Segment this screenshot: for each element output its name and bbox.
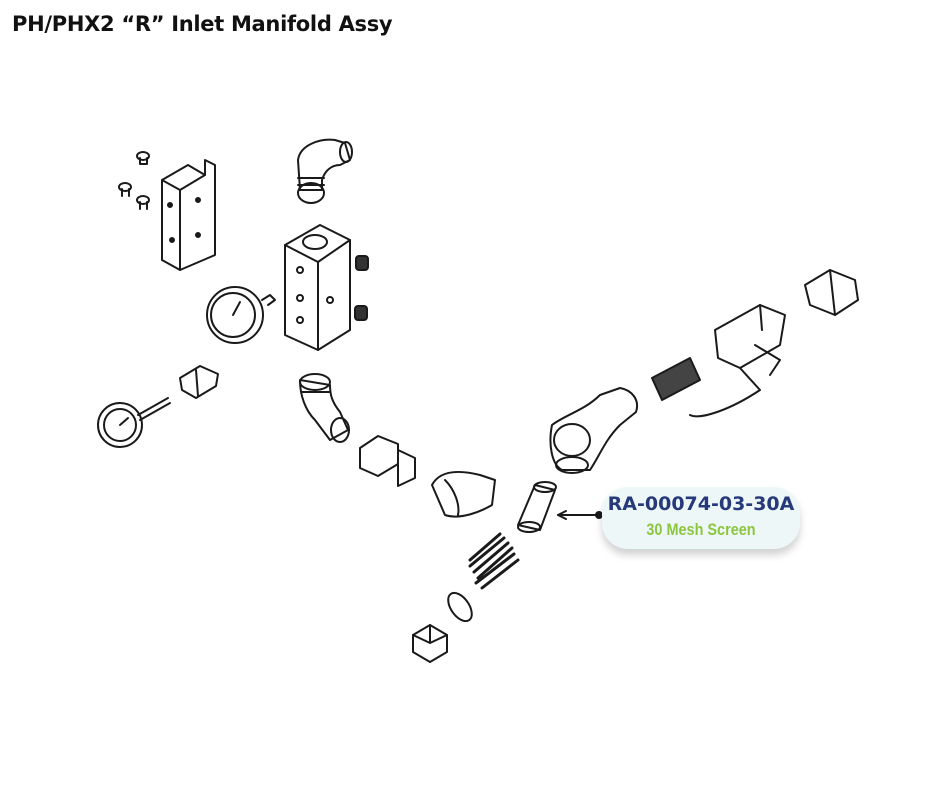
o-ring-part [447, 591, 473, 623]
callout-arrow [557, 510, 603, 520]
diagram-title: PH/PHX2 “R” Inlet Manifold Assy [12, 12, 393, 36]
elbow-fitting-mid-part [431, 471, 496, 518]
elbow-fitting-lower-part [299, 373, 350, 443]
part-callout: RA-00074-03-30A 30 Mesh Screen [602, 487, 800, 549]
end-union-fitting-part [804, 269, 859, 316]
temperature-gauge-part [97, 397, 171, 448]
hex-plug-part [412, 624, 448, 663]
part-number-label: RA-00074-03-30A [607, 493, 795, 515]
mesh-screen-part [517, 481, 557, 533]
adapter-fitting-part [179, 365, 219, 399]
screw-part [136, 151, 150, 165]
y-strainer-part [549, 387, 638, 474]
screw-part [118, 182, 132, 197]
part-description-label: 30 Mesh Screen [646, 520, 756, 539]
plug-part [355, 255, 369, 271]
nipple-fitting-part [651, 357, 701, 401]
screw-part [136, 195, 150, 210]
plug-part [354, 305, 368, 321]
ball-valve-part [689, 304, 786, 418]
manifold-block-part [284, 224, 351, 351]
elbow-fitting-top-part [297, 138, 353, 204]
mounting-bracket-part [161, 159, 216, 271]
union-fitting-part [359, 435, 416, 487]
spring-part [468, 532, 520, 590]
pressure-gauge-part [206, 286, 276, 344]
